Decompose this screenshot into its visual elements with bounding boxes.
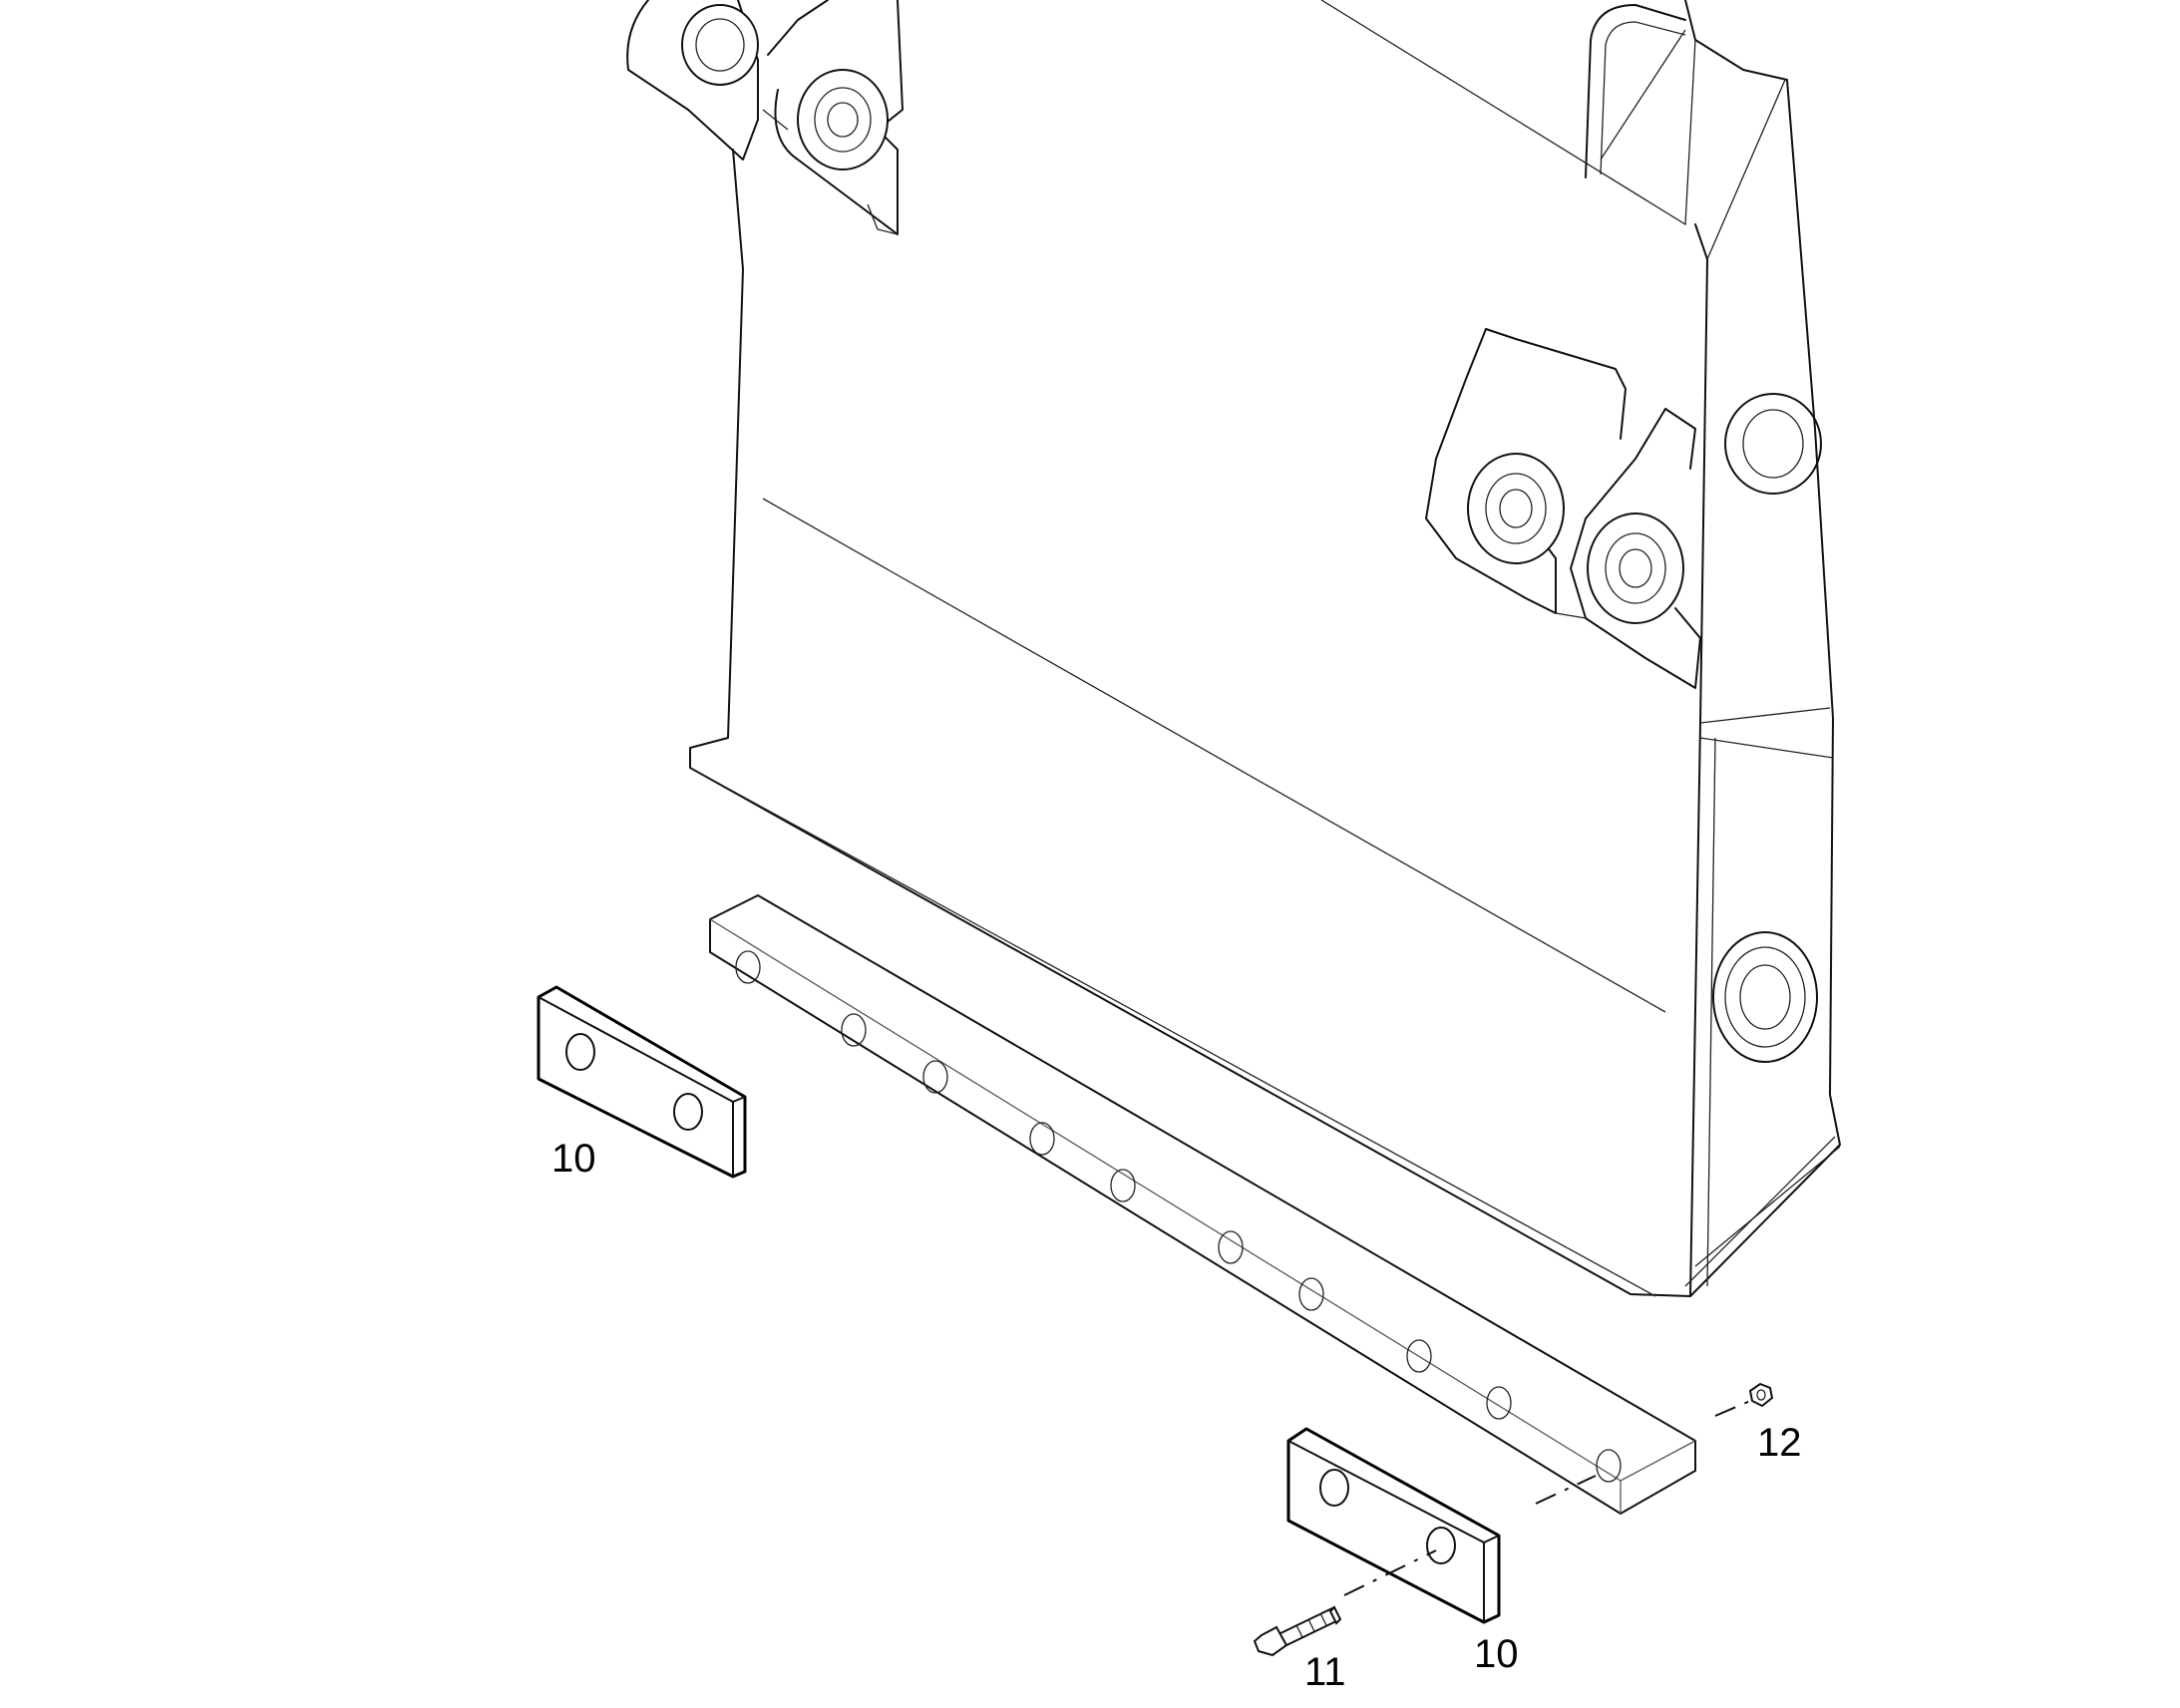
assembly-center-lines bbox=[1343, 1400, 1751, 1596]
callout-nut: 12 bbox=[1757, 1421, 1802, 1465]
nut bbox=[1748, 1382, 1774, 1408]
bolt bbox=[1253, 1605, 1342, 1657]
shim-plate-right bbox=[1286, 1427, 1501, 1624]
shim-plate-left bbox=[537, 985, 747, 1179]
callout-bolt: 11 bbox=[1304, 1650, 1346, 1694]
frame-body bbox=[689, 0, 1841, 1297]
right-pivot-brackets bbox=[1425, 328, 1701, 689]
side-bosses bbox=[1712, 393, 1822, 1063]
wear-strip bbox=[709, 894, 1696, 1515]
callout-plate-right: 10 bbox=[1474, 1632, 1519, 1676]
callout-plate-left: 10 bbox=[551, 1137, 596, 1181]
upper-left-pivot-brackets bbox=[626, 0, 904, 235]
